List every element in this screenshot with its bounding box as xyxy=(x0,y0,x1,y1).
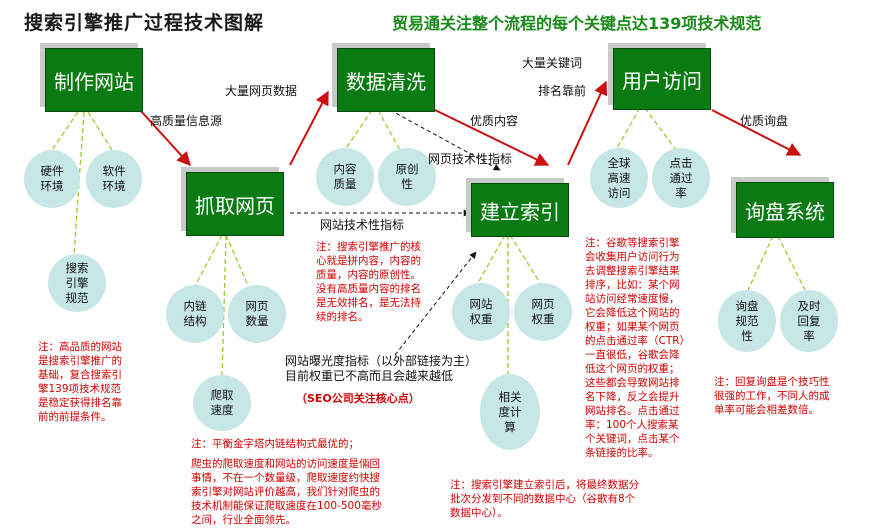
circle-se-spec: 搜索 引擎 规范 xyxy=(48,254,106,312)
label-page-tech: 网页技术性指标 xyxy=(428,152,513,166)
circle-hardware: 硬件 环境 xyxy=(24,150,80,208)
page-subtitle: 贸易通关注整个流程的每个关键点达139项技术规范 xyxy=(392,14,762,33)
box-crawl: 抓取网页 xyxy=(186,172,284,236)
circle-relevance: 相关 度计 算 xyxy=(480,374,540,450)
box-make-site: 制作网站 xyxy=(45,48,143,112)
arrow-crawl-to-clean xyxy=(289,90,329,166)
note-crawl-title: 注：平衡金字塔内链结构式最优的； xyxy=(191,438,359,450)
label-big-keywords: 大量关键词 xyxy=(522,56,583,70)
circle-crawl-speed: 爬取 速度 xyxy=(193,375,251,431)
circle-inner-link: 内链 结构 xyxy=(166,285,224,343)
label-quality-inquiry: 优质询盘 xyxy=(740,114,789,128)
label-big-data: 大量网页数据 xyxy=(225,84,298,98)
note-crawl: 爬虫的爬取速度和网站的访问速度是倆回 事情，不在一个数量级，爬取速度约快搜 索引… xyxy=(191,458,382,526)
box-clean: 数据清洗 xyxy=(337,48,435,112)
label-site-tech: 网站技术性指标 xyxy=(320,218,405,232)
circle-timely-reply: 及时 回复 率 xyxy=(780,290,838,352)
note-content-core: 注：搜索引擎推广的核 心就是拼内容，内容的 质量，内容的原创性。 没有高质量内容… xyxy=(316,241,421,323)
box-inquiry: 询盘系统 xyxy=(736,182,834,238)
arrow-make-to-crawl xyxy=(139,109,191,167)
note-quality-site: 注：高品质的网站 是搜索引擎推广的 基础，复合搜索引 擎139项技术规范 是稳定… xyxy=(38,341,122,423)
circle-software: 软件 环境 xyxy=(86,150,142,208)
circle-page-count: 网页 数量 xyxy=(228,285,286,343)
box-index: 建立索引 xyxy=(471,183,569,237)
note-index: 注：搜索引擎建立索引后，将最终数据分 批次分发到不同的数据中心（谷歌有8个 数据… xyxy=(450,479,639,519)
note-google: 注：谷歌等搜索引擎 会收集用户访问行为 去调整搜索引擎结果 排序，比如：某个网 … xyxy=(585,237,691,459)
label-quality-content: 优质内容 xyxy=(470,114,519,128)
label-exposure: 网站曝光度指标（以外部链接为主） 目前权重已不高而且会越来越低 xyxy=(285,354,478,383)
circle-inquiry-spec: 询盘 规范 性 xyxy=(718,290,776,352)
label-quality-info: 高质量信息源 xyxy=(150,114,223,128)
arrow-visit-to-inquiry xyxy=(711,109,802,156)
circle-fast-access: 全球 高速 访问 xyxy=(590,148,648,208)
dash-exposure-to-index xyxy=(394,251,477,356)
label-rank-top: 排名靠前 xyxy=(538,84,587,98)
circle-ctr: 点击 通过 率 xyxy=(652,148,710,208)
arrow-index-to-visit xyxy=(567,80,608,166)
circle-originality: 原创 性 xyxy=(378,148,436,206)
circle-site-weight: 网站 权重 xyxy=(452,283,510,341)
seo-core-label: （SEO公司关注核心点） xyxy=(296,392,420,405)
circle-content-quality: 内容 质量 xyxy=(316,148,374,206)
page-title: 搜索引擎推广过程技术图解 xyxy=(24,12,265,34)
box-visit: 用户访问 xyxy=(613,48,711,110)
arrow-clean-to-index xyxy=(434,109,550,166)
note-inquiry: 注：回复询盘是个技巧性 很强的工作，不同人的成 单率可能会相差数倍。 xyxy=(714,376,830,416)
circle-page-weight: 网页 权重 xyxy=(514,283,572,341)
